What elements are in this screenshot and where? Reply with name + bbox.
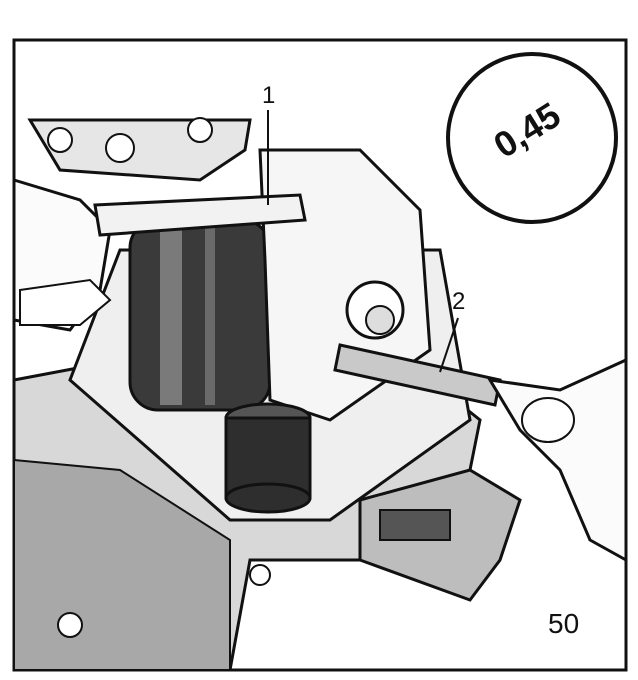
- gauge-callout-circle: [446, 52, 618, 224]
- cover-hole-2: [105, 133, 135, 163]
- adjusting-tool: [333, 343, 502, 407]
- cover-hole-3: [187, 117, 213, 143]
- feeler-gauge-blade: [93, 193, 307, 237]
- part-label-2: 2: [452, 288, 466, 315]
- contact-screw-head: [365, 305, 395, 335]
- cover-hole-1: [47, 127, 73, 153]
- coil-highlight-2: [205, 225, 215, 405]
- housing-bolt: [57, 612, 83, 638]
- adjusting-nut-bottom: [224, 482, 312, 514]
- leader-line-2: [439, 317, 459, 373]
- part-label-1: 1: [262, 82, 276, 109]
- housing-hole: [249, 564, 271, 586]
- right-finger: [521, 397, 575, 443]
- coil-highlight: [160, 225, 182, 405]
- relay-coil: [128, 218, 272, 412]
- figure-number: 50: [548, 608, 580, 639]
- bracket-slot: [379, 509, 451, 541]
- left-finger: [19, 278, 112, 326]
